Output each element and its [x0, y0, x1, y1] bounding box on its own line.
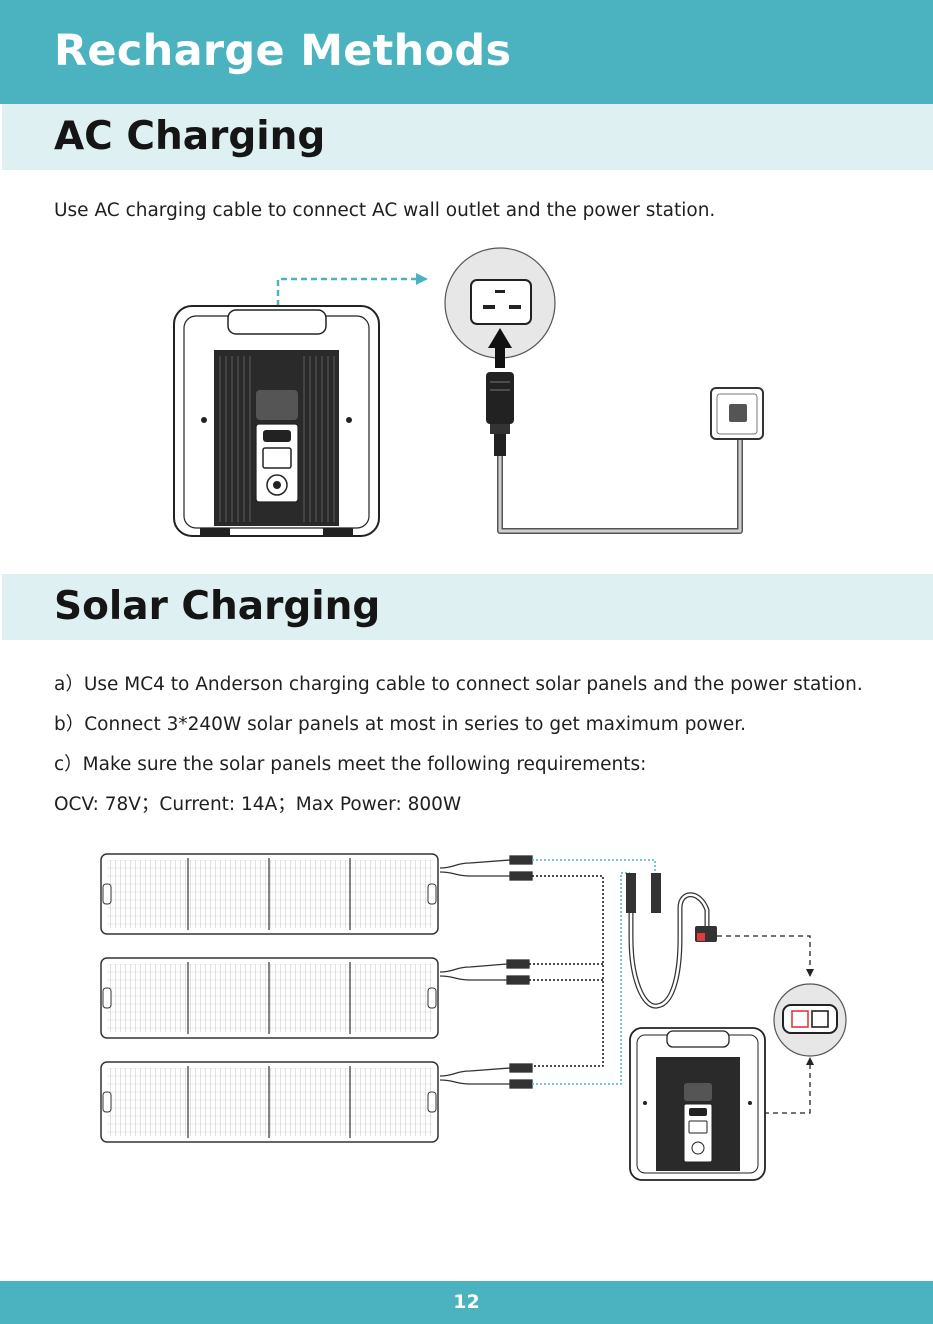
ac-instruction: Use AC charging cable to connect AC wall…: [54, 200, 716, 221]
solar-step-b: b）Connect 3*240W solar panels at most in…: [54, 714, 747, 735]
mc4-connectors: [439, 855, 533, 1089]
solar-section-title: Solar Charging: [54, 584, 381, 629]
anderson-port-zoom: [773, 983, 847, 1057]
header-banner: Recharge Methods: [0, 0, 933, 104]
power-station-rear-illustration: [629, 1027, 766, 1181]
mc4-to-anderson-cable: [626, 873, 717, 1009]
solar-panel: [100, 1061, 439, 1143]
solar-panel: [100, 957, 439, 1039]
ac-plug-illustration: [486, 372, 514, 456]
ac-charging-diagram: [173, 247, 764, 537]
solar-section-bar: Solar Charging: [2, 574, 933, 640]
solar-step-a: a）Use MC4 to Anderson charging cable to …: [54, 674, 863, 695]
solar-requirements: OCV: 78V；Current: 14A；Max Power: 800W: [54, 794, 462, 815]
page-number: 12: [453, 1291, 480, 1313]
ac-inlet-zoom: [444, 247, 556, 359]
solar-step-c: c）Make sure the solar panels meet the fo…: [54, 754, 647, 775]
solar-charging-diagram: [100, 853, 847, 1181]
page-footer: 12: [0, 1281, 933, 1324]
solar-panel: [100, 853, 439, 935]
up-arrow-icon: [488, 328, 512, 368]
wall-outlet-illustration: [710, 387, 764, 440]
ac-section-title: AC Charging: [54, 114, 326, 159]
ac-section-bar: AC Charging: [2, 104, 933, 170]
page-title: Recharge Methods: [54, 26, 512, 76]
power-station-rear-illustration: [173, 305, 380, 537]
